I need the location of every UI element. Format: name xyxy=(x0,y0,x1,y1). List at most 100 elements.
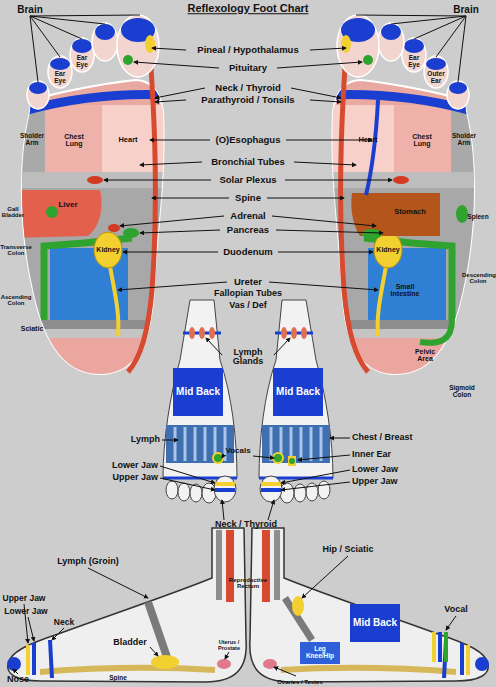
organ-label: Lymph Glands xyxy=(223,348,273,367)
leader-line xyxy=(120,216,224,226)
leader-line xyxy=(160,466,215,483)
lymph-bead xyxy=(209,327,215,339)
organ-label: Pancreas xyxy=(227,225,269,235)
organ-label: Reproductive Rectum xyxy=(226,577,270,590)
leader-line xyxy=(446,616,456,630)
leader-line xyxy=(162,440,178,441)
organ-label: Hip / Sciatic xyxy=(322,545,373,554)
organ-label: Pituitary xyxy=(229,63,267,73)
leader-line xyxy=(281,482,350,490)
toe xyxy=(27,81,49,109)
toe xyxy=(166,481,178,499)
groin-band xyxy=(148,602,168,660)
leg-stripe xyxy=(226,530,234,602)
leader-line xyxy=(222,500,224,520)
organ-label: Neck xyxy=(54,618,74,627)
organ-label: Neck / Thyroid xyxy=(215,520,277,529)
organ-label: Sholder Arm xyxy=(18,133,46,147)
organ-label: Gall Bladder xyxy=(1,206,25,219)
leader-line xyxy=(52,628,64,640)
organ-label: Chest Lung xyxy=(407,133,437,148)
leader-line xyxy=(30,16,82,39)
leader-line xyxy=(310,100,341,102)
zone-text: Mid Back xyxy=(353,618,397,629)
leader-line xyxy=(118,282,227,290)
leader-line xyxy=(150,647,158,656)
side-foot xyxy=(7,528,246,682)
leader-line xyxy=(285,180,392,181)
leader-line xyxy=(150,140,210,141)
zone-box: Leg Knee/Hip xyxy=(300,642,340,664)
inner-ear-spot xyxy=(288,456,296,466)
organ-label: Uterus / Prostate xyxy=(211,640,247,652)
zone-text: Leg Knee/Hip xyxy=(300,646,340,660)
jaw-stripe xyxy=(32,643,36,675)
zone-text: Mid Back xyxy=(176,387,220,398)
organ-label: Bronchial Tubes xyxy=(211,157,285,167)
organ-label: Lymph (Groin) xyxy=(57,557,119,566)
leader-line xyxy=(104,180,211,181)
ureter-line xyxy=(110,266,118,336)
leader-line xyxy=(272,216,376,226)
liver-group xyxy=(15,190,102,238)
pituitary-spot xyxy=(123,55,133,65)
brain-lines xyxy=(30,15,466,82)
organ-label: Upper Jaw xyxy=(3,594,46,603)
gall-bladder-spot xyxy=(46,206,58,218)
neck-band xyxy=(50,640,52,678)
esophagus-line xyxy=(366,100,378,195)
leader-line xyxy=(274,338,290,355)
leader-line xyxy=(391,16,466,24)
big-toe xyxy=(117,15,159,77)
leader-line xyxy=(278,252,373,253)
zone-box: Mid Back xyxy=(273,368,323,416)
leader-line xyxy=(298,455,350,460)
toe-tip xyxy=(7,657,21,671)
organ-label: Solar Plexus xyxy=(219,175,276,185)
organ-label: Lower Jaw xyxy=(352,465,398,474)
toe-tip xyxy=(50,58,70,70)
organ-label: Upper Jaw xyxy=(112,473,158,482)
zone-stripe xyxy=(174,427,177,461)
organ-label: Chest Lung xyxy=(59,133,89,148)
leader-line xyxy=(160,478,215,490)
organ-label: Sigmoid Colon xyxy=(445,385,479,399)
organ-label: Duodenum xyxy=(223,247,273,257)
organ-label: Brain xyxy=(17,5,43,16)
leader-line xyxy=(88,568,148,598)
organ-label: Vocals xyxy=(225,447,250,455)
organ-label: Descending Colon xyxy=(462,272,494,285)
sole-foot-mirror xyxy=(326,15,481,378)
organ-label: Bladder xyxy=(113,638,147,647)
organ-label: Fallopian Tubes xyxy=(214,289,282,298)
organ-label: Brain xyxy=(453,5,479,16)
solar-plexus-spot xyxy=(87,176,103,184)
pancreas-spot xyxy=(123,228,139,238)
organ-label: Ovaries / Testes xyxy=(277,679,323,685)
organ-label: Upper Jaw xyxy=(352,477,398,486)
zone-box: Mid Back xyxy=(173,368,223,416)
leader-line xyxy=(302,556,348,598)
vocal-stripe xyxy=(444,632,448,662)
organ-label: Ascending Colon xyxy=(0,294,32,307)
leader-line xyxy=(356,15,466,16)
organ-label: Ear Eye xyxy=(404,55,424,69)
top-foot xyxy=(163,300,237,503)
inner-ear-spot xyxy=(289,458,295,464)
vocal-spot xyxy=(213,453,223,463)
leader-line xyxy=(281,470,350,483)
organ-label: Sciatic xyxy=(21,325,44,332)
vocal-stripe xyxy=(438,632,442,662)
organ-label: Ear Eye xyxy=(50,71,70,85)
adrenal-spot xyxy=(108,224,120,232)
zone-text: Mid Back xyxy=(276,387,320,398)
zone-box: Mid Back xyxy=(350,604,400,642)
leader-lines xyxy=(13,48,456,676)
leader-line xyxy=(152,198,229,199)
organ-label: Heart xyxy=(358,136,377,144)
pineal-spot xyxy=(145,35,155,53)
organ-label: Ear Eye xyxy=(72,55,92,69)
organ-label: Parathyroid / Tonsils xyxy=(201,95,294,105)
top-foot-mirror xyxy=(259,300,333,503)
